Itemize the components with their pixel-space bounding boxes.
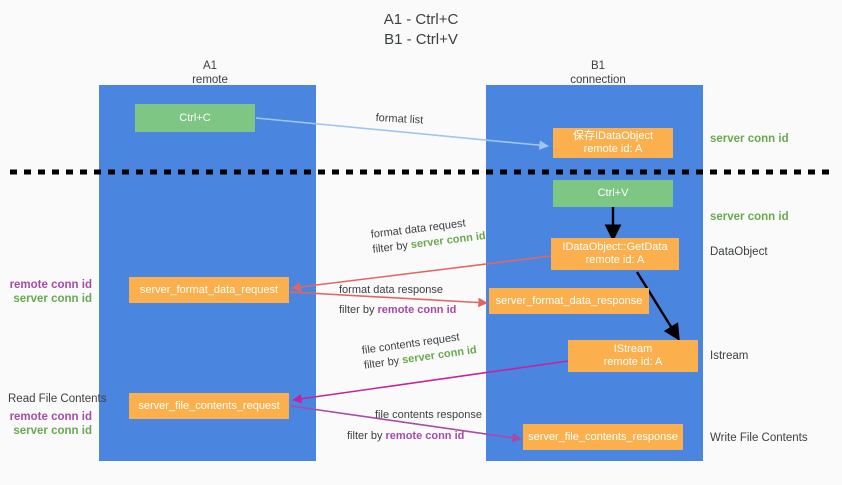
- caption-format-data-response-filter-value: remote conn id: [377, 304, 457, 316]
- caption-format-data-response: format data response filter by remote co…: [339, 283, 456, 318]
- arrow-format-data-response: [289, 291, 488, 308]
- node-server-file-contents-request[interactable]: server_file_contents_request: [129, 393, 289, 419]
- node-istream[interactable]: IStream remote id: A: [568, 340, 698, 372]
- node-save-idataobject[interactable]: 保存IDataObject remote id: A: [553, 128, 673, 158]
- caption-file-contents-response-filter-prefix: filter by: [347, 430, 386, 442]
- caption-format-data-response-line1: format data response: [339, 284, 443, 296]
- label-read-file-contents: Read File Contents: [8, 393, 107, 405]
- caption-format-list: format list: [375, 111, 423, 128]
- node-idataobject-getdata[interactable]: IDataObject::GetData remote id: A: [551, 238, 679, 270]
- caption-format-data-response-filter-prefix: filter by: [339, 304, 378, 316]
- label-right-istream: Istream: [710, 350, 749, 362]
- page-title: A1 - Ctrl+C B1 - Ctrl+V: [383, 11, 459, 48]
- label-left-server-conn-id-2: server conn id: [13, 425, 92, 437]
- node-ctrl-c[interactable]: Ctrl+C: [135, 104, 255, 132]
- label-right-dataobject: DataObject: [710, 246, 768, 258]
- label-right-server-conn-id-1: server conn id: [710, 133, 789, 145]
- caption-file-contents-request-filter-prefix: filter by: [363, 354, 404, 372]
- arrow-getdata-to-istream: [635, 271, 680, 341]
- caption-file-contents-response-line1: file contents response: [375, 409, 483, 421]
- node-ctrl-v[interactable]: Ctrl+V: [553, 180, 673, 207]
- label-right-write-file-contents: Write File Contents: [710, 432, 808, 444]
- caption-format-list-line1: format list: [375, 111, 424, 127]
- lane-header-a1: A1 remote: [192, 60, 228, 86]
- label-left-server-conn-id-1: server conn id: [13, 293, 92, 305]
- label-right-server-conn-id-2: server conn id: [710, 211, 789, 223]
- caption-file-contents-response-filter-value: remote conn id: [385, 430, 465, 442]
- node-server-file-contents-response[interactable]: server_file_contents_response: [523, 424, 683, 450]
- arrow-file-contents-request: [292, 360, 569, 404]
- label-left-conn-ids-file: remote conn id server conn id: [0, 410, 92, 438]
- arrow-format-list: [255, 117, 549, 150]
- arrow-file-contents-response: [290, 405, 522, 443]
- arrow-format-data-request: [291, 255, 552, 292]
- node-server-format-data-request[interactable]: server_format_data_request: [129, 277, 289, 303]
- caption-file-contents-response: file contents response filter by remote …: [347, 408, 483, 444]
- caption-format-data-request-filter-prefix: filter by: [371, 239, 412, 256]
- lane-header-b1: B1 connection: [570, 60, 626, 86]
- label-left-remote-conn-id-1: remote conn id: [9, 279, 92, 291]
- node-server-format-data-response[interactable]: server_format_data_response: [489, 288, 649, 314]
- label-left-remote-conn-id-2: remote conn id: [9, 411, 92, 423]
- label-left-conn-ids-format: remote conn id server conn id: [0, 278, 92, 306]
